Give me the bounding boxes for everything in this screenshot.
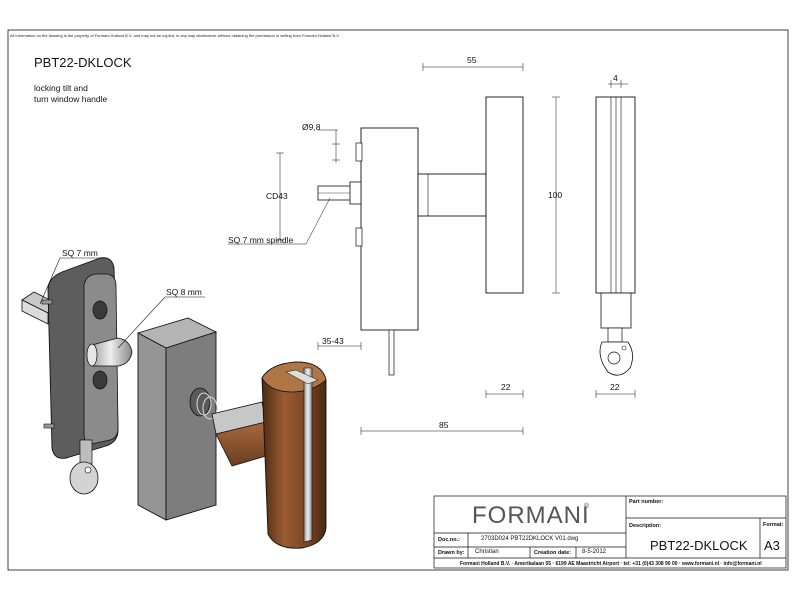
title-block-frame [433, 495, 787, 569]
side-view [317, 96, 524, 376]
company-footer: Formani Holland B.V. · Amerikalaan 55 · … [460, 561, 762, 567]
front-view [595, 96, 636, 376]
label-spindle: SQ 7 mm spindle [228, 235, 294, 245]
creation-date-label: Creation date: [534, 550, 571, 556]
label-dim-22-mid: 22 [501, 382, 511, 392]
sheet-border [7, 29, 789, 571]
format-label: Format: [763, 522, 784, 528]
dimension-lines [228, 63, 636, 435]
brand-logo: FORMANI [472, 502, 590, 529]
drawn-by-value: Christian [475, 549, 499, 555]
description-line-1: locking tilt and [34, 83, 88, 93]
label-dim-85: 85 [439, 420, 449, 430]
iso-lock-housing [21, 257, 133, 495]
leader-sq7-iso [39, 257, 105, 305]
format-value: A3 [764, 538, 780, 553]
label-sq8-iso: SQ 8 mm [166, 287, 202, 297]
iso-wood-handle [211, 361, 327, 549]
leader-sq8-iso [117, 296, 205, 349]
label-dim-35-43: 35-43 [322, 336, 344, 346]
disclaimer-text: All information on the drawing is the pr… [10, 33, 340, 38]
description-label: Description: [629, 523, 662, 529]
description-line-2: turn window handle [34, 94, 108, 104]
drawn-by-label: Drawn by: [438, 550, 465, 556]
drawing-title: PBT22-DKLOCK [34, 55, 132, 70]
label-dim-100: 100 [548, 190, 563, 200]
description-value: PBT22-DKLOCK [650, 538, 748, 553]
label-dim-4: 4 [613, 73, 618, 83]
iso-wall-block [136, 317, 218, 521]
label-dim-22-right: 22 [610, 382, 620, 392]
doc-no-value: 2703D024 PBT22DKLOCK V01.dwg [481, 536, 579, 542]
label-cd43: CD43 [266, 191, 288, 201]
part-number-label: Part number: [629, 499, 664, 505]
label-dim-55: 55 [467, 55, 477, 65]
creation-date-value: 8-5-2012 [582, 549, 607, 555]
label-sq7-iso: SQ 7 mm [62, 248, 98, 258]
brand-registered-mark: ® [584, 503, 590, 510]
label-diameter: Ø9,8 [302, 122, 321, 132]
doc-no-label: Doc.no.: [438, 537, 460, 543]
